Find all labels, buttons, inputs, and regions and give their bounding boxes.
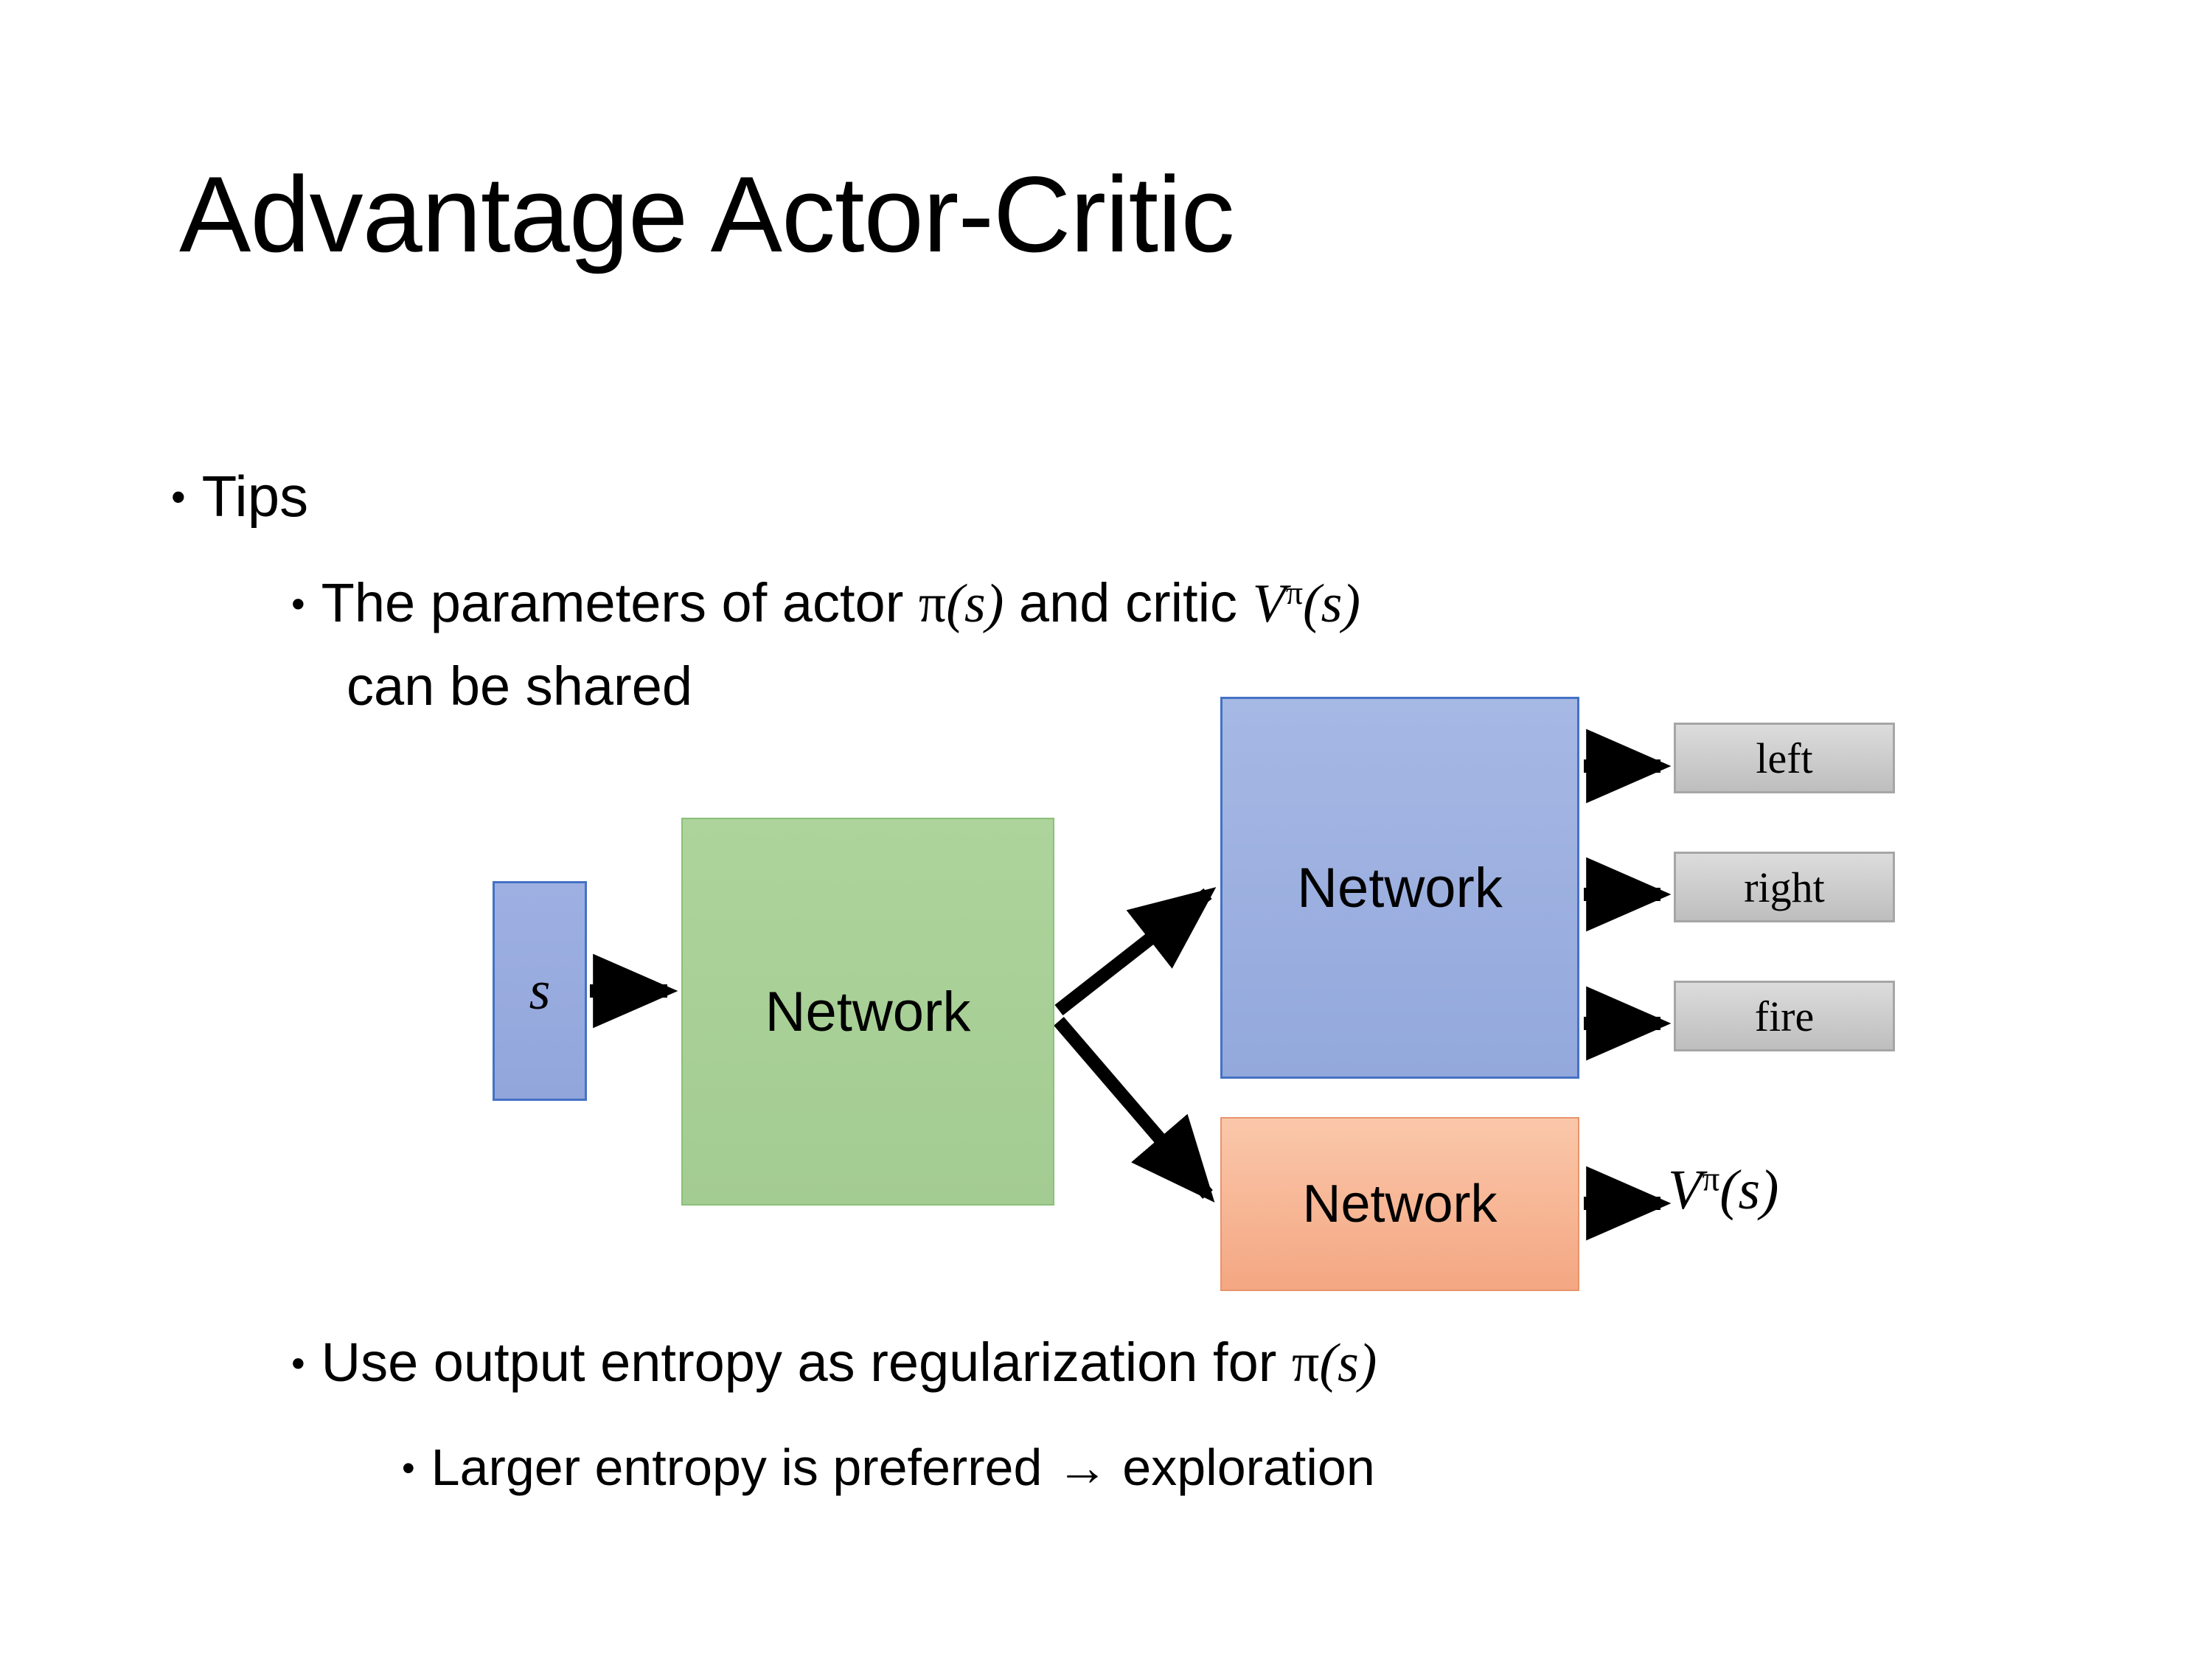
arrow-shared-to-critic [1054, 1017, 1215, 1203]
node-state-label: s [529, 960, 551, 1021]
node-state-input[interactable]: s [493, 881, 587, 1101]
bullet-marker-icon: • [291, 582, 305, 626]
bullet-shared-params-line2: can be shared [347, 655, 692, 717]
node-actor-network-label: Network [1297, 856, 1503, 919]
bullet-marker-icon: • [171, 473, 186, 521]
value-superscript-pi: π [1702, 1160, 1720, 1199]
page-title: Advantage Actor-Critic [179, 154, 1235, 274]
output-box-fire-label: fire [1754, 992, 1815, 1040]
node-critic-network[interactable]: Network [1220, 1117, 1579, 1291]
node-shared-network[interactable]: Network [681, 818, 1054, 1206]
bullet-shared-params-mid: and critic [1004, 572, 1253, 633]
critic-value-output: Vπ(s) [1668, 1158, 1778, 1222]
value-v-symbol: V [1668, 1159, 1703, 1221]
arrow-shared-to-actor [1054, 887, 1217, 1016]
pi-symbol: π [1291, 1333, 1320, 1394]
node-critic-network-label: Network [1302, 1175, 1498, 1234]
bullet-shared-params: •The parameters of actor π(s) and critic… [291, 571, 1360, 636]
output-box-right[interactable]: right [1674, 852, 1895, 922]
v-superscript-pi: π [1285, 574, 1303, 612]
node-shared-network-label: Network [765, 980, 971, 1043]
value-arg: (s) [1719, 1159, 1779, 1221]
output-box-left[interactable]: left [1674, 723, 1895, 793]
bullet-entropy-pre: Use output entropy as regularization for [321, 1332, 1292, 1393]
bullet-larger-entropy-label: Larger entropy is preferred → exploratio… [431, 1439, 1375, 1496]
bullet-tips: • Tips [171, 463, 308, 530]
output-box-fire[interactable]: fire [1674, 981, 1895, 1051]
bullet-shared-params-pre: The parameters of actor [321, 572, 919, 633]
bullet-tips-label: Tips [201, 464, 309, 529]
bullet-marker-icon: • [402, 1446, 415, 1489]
pi-arg: (s) [946, 574, 1004, 634]
output-box-left-label: left [1756, 734, 1813, 782]
v-symbol: V [1252, 574, 1286, 634]
output-box-right-label: right [1744, 863, 1825, 911]
node-actor-network[interactable]: Network [1220, 697, 1579, 1079]
pi-arg: (s) [1319, 1333, 1377, 1394]
bullet-marker-icon: • [291, 1341, 305, 1385]
bullet-entropy-regularization: • Use output entropy as regularization fo… [291, 1331, 1377, 1395]
bullet-shared-params-line2-label: can be shared [347, 655, 693, 717]
v-arg: (s) [1302, 574, 1361, 634]
pi-symbol: π [918, 574, 947, 634]
bullet-larger-entropy: • Larger entropy is preferred → explorati… [402, 1438, 1375, 1497]
